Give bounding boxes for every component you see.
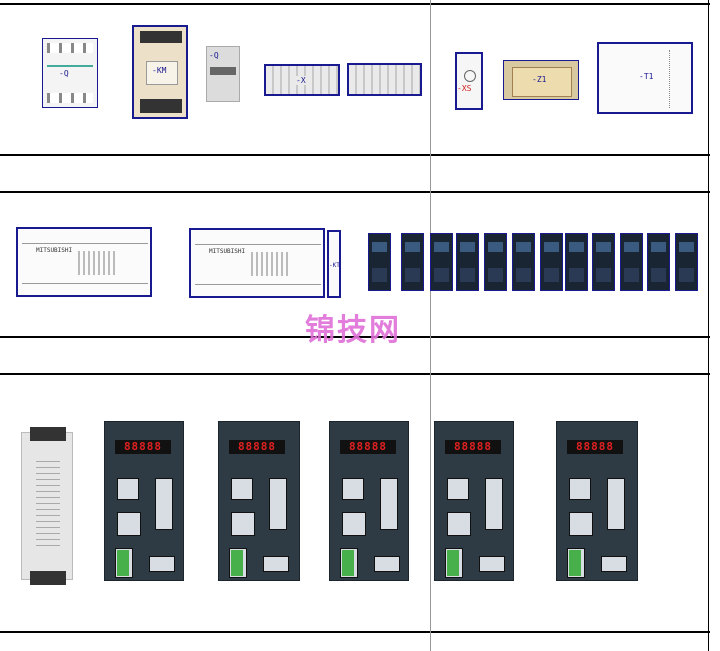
relay-module (401, 233, 424, 291)
relay-module (456, 233, 479, 291)
relay-module (430, 233, 453, 291)
row-divider (0, 631, 710, 633)
row-divider (0, 373, 710, 375)
power-socket: -XS (455, 52, 483, 110)
plc-unit-b: MITSUBISHI (189, 228, 325, 298)
drive-display: 88888 (445, 440, 501, 454)
relay-module (647, 233, 670, 291)
row-divider (0, 3, 710, 5)
switching-power-supply (21, 427, 73, 585)
terminal-a-label: -X (296, 76, 306, 85)
servo-drive: 88888 (329, 421, 409, 581)
row-divider (0, 191, 710, 193)
transformer: -T1 (597, 42, 693, 114)
drive-display: 88888 (115, 440, 171, 454)
terminal-block-b (347, 63, 422, 96)
servo-drive: 88888 (434, 421, 514, 581)
row-divider (0, 336, 710, 338)
relay-module (484, 233, 507, 291)
circuit-breaker: -Q (42, 38, 98, 108)
servo-drive: 88888 (218, 421, 300, 581)
relay-module (540, 233, 563, 291)
relay-module (592, 233, 615, 291)
plc-unit-a: MITSUBISHI (16, 227, 152, 297)
plc-extension-module: -KT (327, 230, 341, 298)
relay-module (620, 233, 643, 291)
relay-module (368, 233, 391, 291)
plc-b-label: MITSUBISHI (209, 248, 246, 255)
miniature-breaker: -Q (206, 46, 240, 102)
column-divider (430, 0, 431, 651)
filter-label: -Z1 (532, 75, 547, 84)
servo-drive: 88888 (556, 421, 638, 581)
contactor: -KM (132, 25, 188, 119)
mcb-label: -Q (209, 51, 219, 60)
right-border (708, 0, 709, 651)
breaker-label: -Q (59, 69, 69, 78)
socket-label: -XS (457, 84, 472, 93)
drive-display: 88888 (340, 440, 396, 454)
relay-module (675, 233, 698, 291)
emi-filter: -Z1 (503, 60, 579, 100)
row-divider (0, 154, 710, 156)
transformer-label: -T1 (639, 72, 654, 81)
contactor-label: -KM (152, 66, 167, 75)
plc-a-label: MITSUBISHI (36, 247, 73, 254)
terminal-block-a: -X (264, 64, 340, 96)
drive-display: 88888 (229, 440, 285, 454)
ext-label: -KT (329, 262, 340, 269)
servo-drive: 88888 (104, 421, 184, 581)
drive-display: 88888 (567, 440, 623, 454)
relay-module (512, 233, 535, 291)
watermark: 锦技网 (305, 313, 401, 348)
relay-module (565, 233, 588, 291)
